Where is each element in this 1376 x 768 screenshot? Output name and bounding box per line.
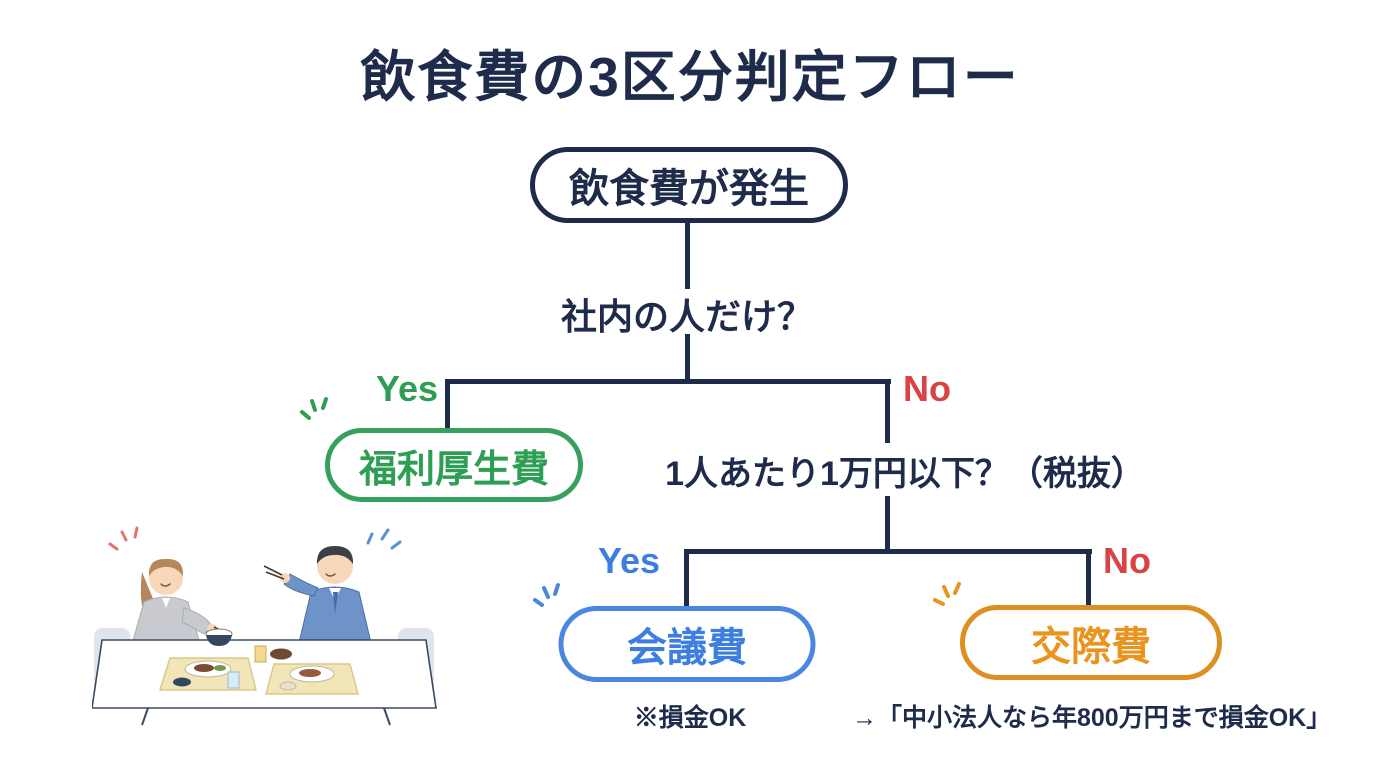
rice-bowl [205,628,233,646]
branch2-no-drop-line [1086,549,1091,608]
sparkle-icon-green [300,397,328,420]
flow-node-meeting-expense: 会議費 [558,606,816,682]
note-meeting-deductible: ※損金OK [633,704,747,732]
sparkle-icon-orange [933,582,961,606]
connector-q1-to-branch1 [685,334,690,384]
sparkle-icon-sky [366,528,402,550]
flow-node-start-label: 飲食費が発生 [569,167,809,211]
note-entertainment-deductible: →「中小法人なら年800万円まで損金OK」 [852,704,1332,732]
branch1-no-drop-line [885,379,890,443]
branch2-no-label: No [1103,540,1151,581]
flow-node-welfare-expense: 福利厚生費 [325,428,583,502]
branch1-yes-drop-line [445,379,450,431]
branch2-yes-label: Yes [598,540,661,581]
meal-tray-left [158,657,257,691]
flow-node-entertainment-expense: 交際費 [960,605,1222,680]
branch1-horizontal-line [445,379,891,384]
sparkle-icon-coral [108,526,139,551]
flow-node-entertainment-label: 交際費 [1031,624,1151,669]
meal-tray-right [265,663,359,695]
branch2-yes-drop-line [684,549,689,609]
connector-start-to-q1 [685,221,690,289]
flow-node-start: 飲食費が発生 [530,147,848,223]
page-title: 飲食費の3区分判定フロー [360,46,1020,108]
dining-illustration [92,526,437,726]
person-woman [131,558,229,645]
flow-node-meeting-label: 会議費 [627,626,747,670]
flow-node-welfare-label: 福利厚生費 [358,448,549,491]
branch1-no-label: No [903,368,951,409]
person-man [263,546,373,648]
connector-q2-to-branch2 [885,496,890,554]
drink-glass [254,645,267,663]
question-internal-only: 社内の人だけ？ [560,296,814,337]
branch1-yes-label: Yes [376,368,439,409]
sparkle-icon-blue [533,583,560,607]
soup-bowl [270,648,292,660]
branch2-horizontal-line [684,549,1092,554]
question-under-10000-yen: 1人あたり1万円以下？（税抜） [665,455,1145,493]
